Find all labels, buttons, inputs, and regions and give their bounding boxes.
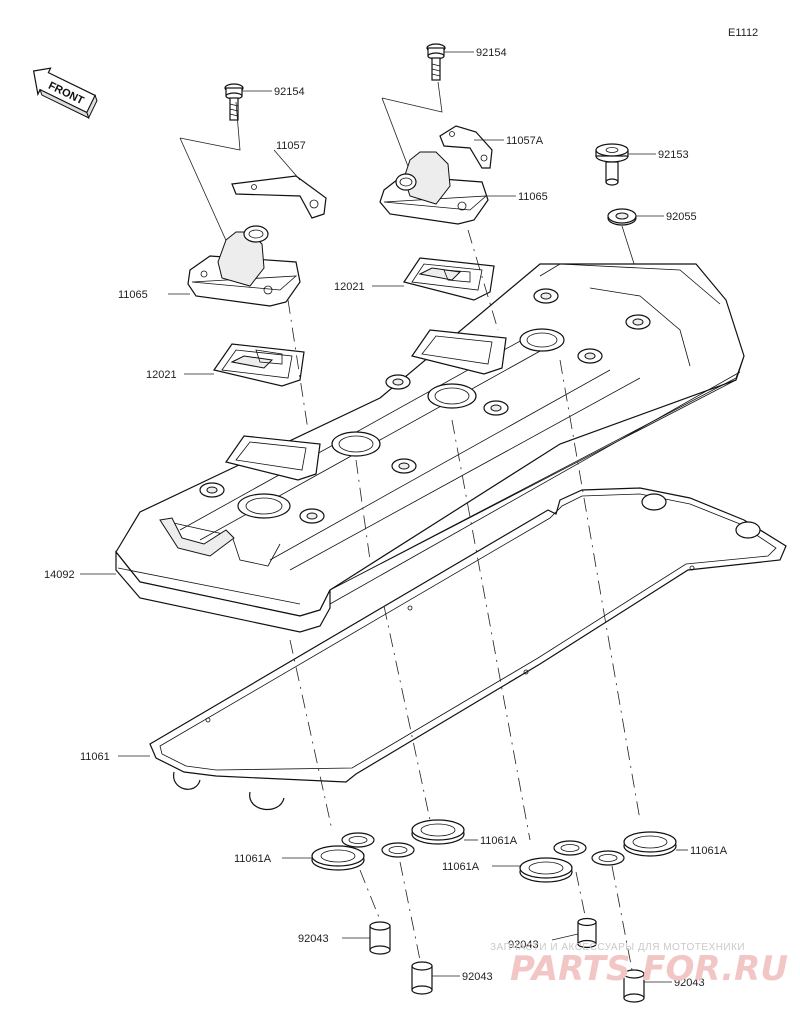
label-92043-2: 92043 (462, 971, 493, 983)
seal-11061a-1 (311, 832, 375, 871)
label-92154-left: 92154 (274, 86, 305, 98)
reed-plate-12021-left (213, 343, 305, 387)
label-11061: 11061 (80, 751, 110, 763)
label-11065-left: 11065 (118, 289, 148, 301)
seal-11061a-3 (519, 840, 587, 883)
label-12021-right: 12021 (334, 281, 365, 293)
label-14092: 14092 (44, 569, 75, 581)
bracket-11057 (231, 175, 327, 219)
label-11061a-3: 11061A (442, 861, 480, 873)
bolt-92154-left (224, 83, 244, 121)
label-11065-right: 11065 (518, 191, 548, 203)
breather-cap-11065-right (379, 151, 489, 225)
label-92055: 92055 (666, 211, 697, 223)
collar-92043-4 (623, 969, 645, 1003)
label-92043-4: 92043 (674, 977, 705, 989)
label-11057: 11057 (276, 140, 306, 152)
bracket-11057a (439, 125, 493, 169)
label-92154-right: 92154 (476, 47, 507, 59)
label-11061a-1: 11061A (234, 853, 272, 865)
bolt-92153 (595, 143, 629, 186)
collar-92043-1 (369, 921, 391, 955)
diagram-code: E1112 (728, 27, 758, 39)
front-arrow-icon: FRONT (32, 67, 98, 120)
watermark-line1: ЗАПЧАСТИ И АКСЕССУАРЫ ДЛЯ МОТОТЕХНИКИ (490, 942, 745, 953)
label-11057a: 11057A (506, 135, 544, 147)
seal-11061a-2 (381, 819, 465, 858)
label-12021-left: 12021 (146, 369, 177, 381)
seal-11061a-4 (591, 831, 677, 866)
gasket-11061 (149, 487, 787, 811)
reed-plate-12021-right (403, 257, 495, 301)
label-92043-3: 92043 (508, 939, 539, 951)
label-11061a-2: 11061A (480, 835, 518, 847)
label-11061a-4: 11061A (690, 845, 728, 857)
collar-92043-2 (411, 961, 433, 995)
bolt-92154-right (426, 43, 446, 81)
washer-92055 (607, 208, 637, 226)
collar-92043-3 (577, 917, 597, 949)
watermark-line2: PARTS FOR.RU (510, 949, 788, 989)
breather-cap-11065-left (187, 225, 301, 307)
label-92043-1: 92043 (298, 933, 329, 945)
cylinder-head-cover-14092 (115, 263, 745, 633)
label-92153: 92153 (658, 149, 689, 161)
